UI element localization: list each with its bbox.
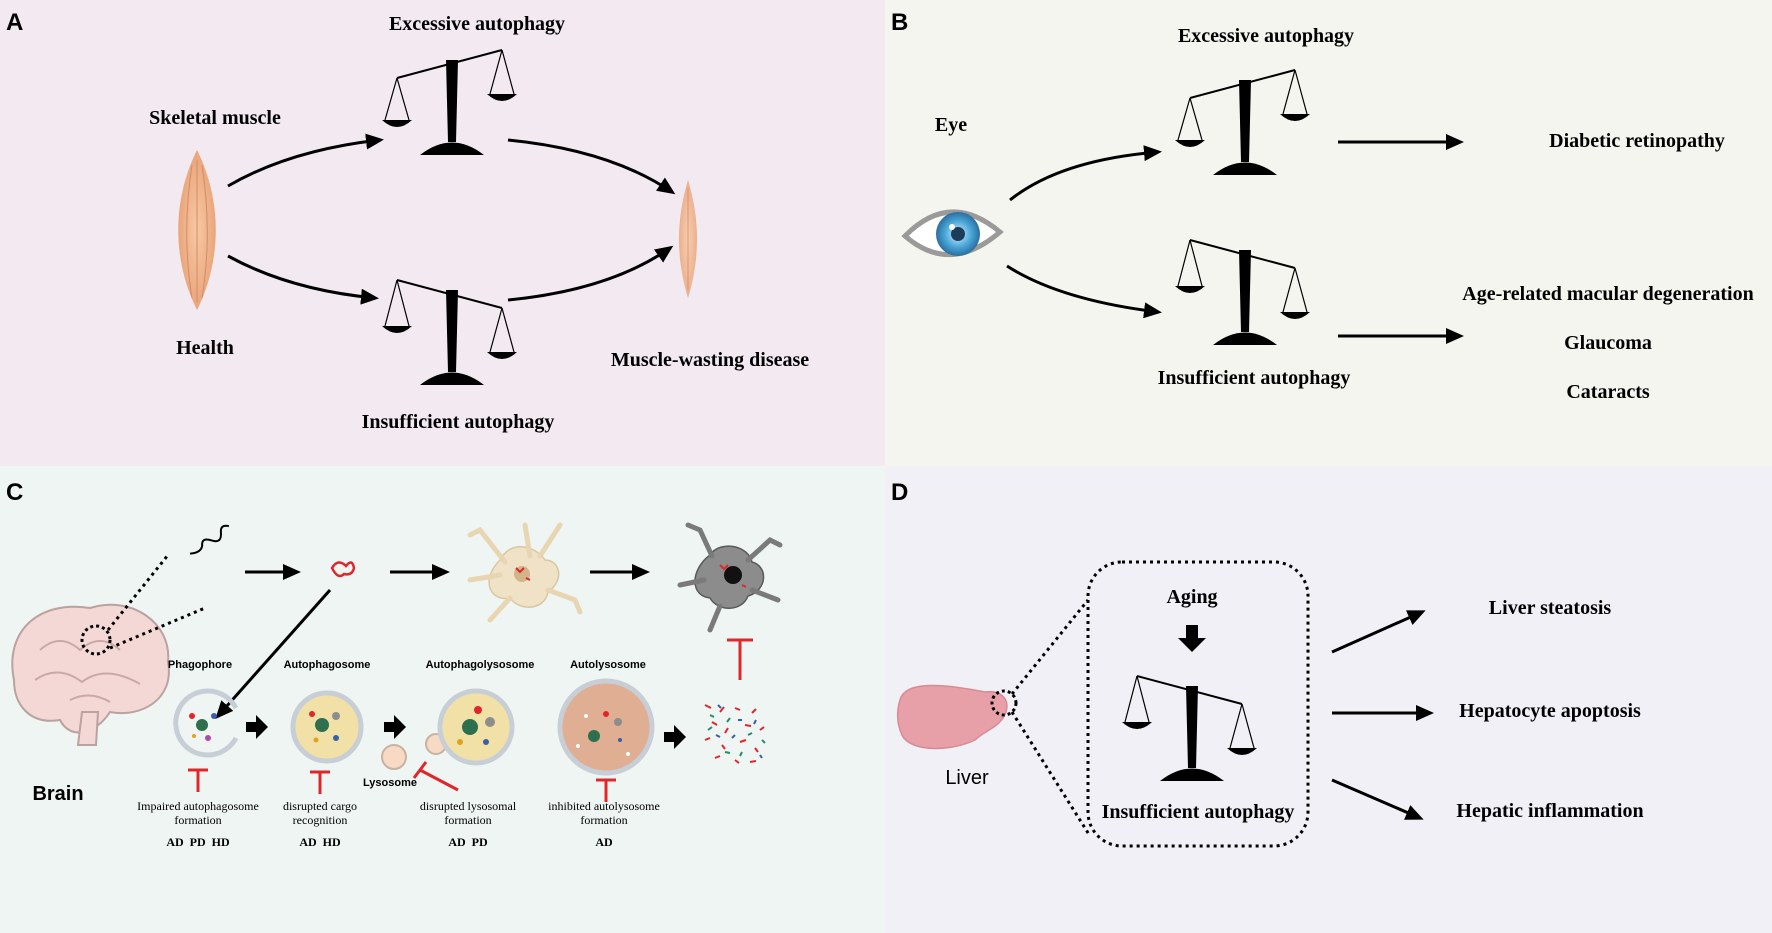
autolysosome-icon [557,678,655,776]
panel-b-outcome-amd: Age-related macular degeneration [1462,283,1753,305]
panel-c-inhibit-top [727,638,753,680]
diseased-cell-icon [677,522,783,633]
panel-d: D Liver Aging Insufficient autophagy Liv… [885,466,1772,933]
stage-phagophore-label: Phagophore [168,659,232,671]
panel-d-zoom-line-top [1010,599,1090,695]
panel-b-insufficient-label: Insufficient autophagy [1158,367,1351,389]
caption-1-line1: Impaired autophagosome [137,799,259,813]
panel-d-zoom-circle [990,689,1018,717]
caption-2-diseases: AD HD [299,835,341,849]
panel-c-inhibit-4 [596,778,616,802]
panel-a-arrow-excessive-to-disease [507,138,676,195]
panel-c-block-arrow-1 [246,715,268,739]
panel-a-insufficient-label: Insufficient autophagy [362,411,555,433]
panel-b-outcome-cataracts: Cataracts [1566,381,1650,403]
healthy-cell-icon [467,522,583,623]
caption-4-line1: inhibited autolysosome [548,799,660,813]
panel-a-background [0,0,885,466]
unfolded-protein-icon [190,524,230,555]
stage-autophagolysosome-label: Autophagolysosome [426,659,535,671]
panel-a-health-label: Health [176,337,234,359]
caption-2-line2: recognition [293,813,348,827]
panel-b-diabetic-retinopathy: Diabetic retinopathy [1549,130,1725,152]
panel-a-arrow-to-excessive [227,133,384,188]
eye-icon [901,209,1004,258]
panel-d-arrow-inflammation [1331,778,1424,820]
panel-b-outcome-glaucoma: Glaucoma [1564,332,1652,354]
panel-c-caption-1: Impaired autophagosome formation AD PD H… [137,799,259,849]
panel-c-caption-4: inhibited autolysosome formation AD [548,799,660,849]
panel-b-excessive-label: Excessive autophagy [1178,25,1354,47]
panel-c-block-arrow-3 [664,725,686,749]
panel-c-inhibit-2 [310,770,330,794]
panel-a-arrow-insufficient-to-disease [507,245,674,302]
panel-a-skeletal-muscle-label: Skeletal muscle [149,107,281,129]
panel-c-zoom-circle [80,624,112,656]
caption-3-line2: formation [444,813,491,827]
panel-a-disease-label: Muscle-wasting disease [611,349,809,371]
brain-icon [11,603,170,746]
panel-d-arrow-steatosis [1331,610,1426,654]
stage-autophagosome-label: Autophagosome [284,659,371,671]
lysosome-label: Lysosome [363,777,417,789]
panel-c-caption-3: disrupted lysosomal formation AD PD [420,799,517,849]
panel-b-arrow-to-insufficient [1006,264,1162,319]
panel-a-arrow-to-insufficient [227,254,379,305]
panel-b-background [885,0,1772,466]
panel-d-outcome-inflammation: Hepatic inflammation [1456,800,1643,822]
healthy-muscle-icon [178,150,216,310]
panel-c-inhibit-3 [412,761,459,792]
panel-d-aging-label: Aging [1166,586,1217,608]
wasted-muscle-icon [679,180,697,298]
caption-3-line1: disrupted lysosomal [420,799,517,813]
panel-d-outcome-steatosis: Liver steatosis [1489,597,1612,619]
panel-a: A Excessive autophagy Skeletal muscle He… [0,0,885,466]
panel-d-outcome-apoptosis: Hepatocyte apoptosis [1459,700,1641,722]
liver-icon [896,684,1008,750]
panel-c-inhibit-1 [188,768,208,792]
panel-b-letter: B [891,9,908,36]
phagophore-icon [173,688,239,758]
panel-c-zoom-line-bottom [109,606,206,650]
panel-d-letter: D [891,479,908,506]
panel-b-arrow-to-excessive [1009,145,1162,202]
panel-c-zoom-line-top [106,554,170,631]
panel-a-letter: A [6,9,23,36]
panel-d-liver-label: Liver [945,767,989,789]
panel-c-letter: C [6,479,23,506]
caption-1-diseases: AD PD HD [166,835,230,849]
panel-c-caption-2: disrupted cargo recognition AD HD [283,799,357,849]
misfolded-protein-icon [330,561,356,578]
autophagolysosome-icon [437,688,515,766]
panel-c-brain-label: Brain [32,783,83,805]
caption-4-diseases: AD [595,835,613,849]
stage-autolysosome-label: Autolysosome [570,659,646,671]
caption-2-line1: disrupted cargo [283,799,357,813]
panel-d-insufficient-label: Insufficient autophagy [1102,801,1295,823]
panel-b-eye-label: Eye [935,114,967,136]
panel-d-background [885,466,1772,933]
caption-3-diseases: AD PD [448,835,488,849]
panel-c: C Brain [0,466,885,933]
panel-d-down-arrow [1178,625,1206,652]
cleared-debris-icon [704,704,766,764]
panel-c-arrow-to-phagophore [215,589,332,719]
panel-b: B Excessive autophagy Eye Insufficient a… [885,0,1772,466]
panel-c-block-arrow-2 [384,715,406,739]
autophagosome-icon [290,690,364,764]
caption-4-line2: formation [580,813,627,827]
caption-1-line2: formation [174,813,221,827]
panel-a-excessive-label: Excessive autophagy [389,13,565,35]
